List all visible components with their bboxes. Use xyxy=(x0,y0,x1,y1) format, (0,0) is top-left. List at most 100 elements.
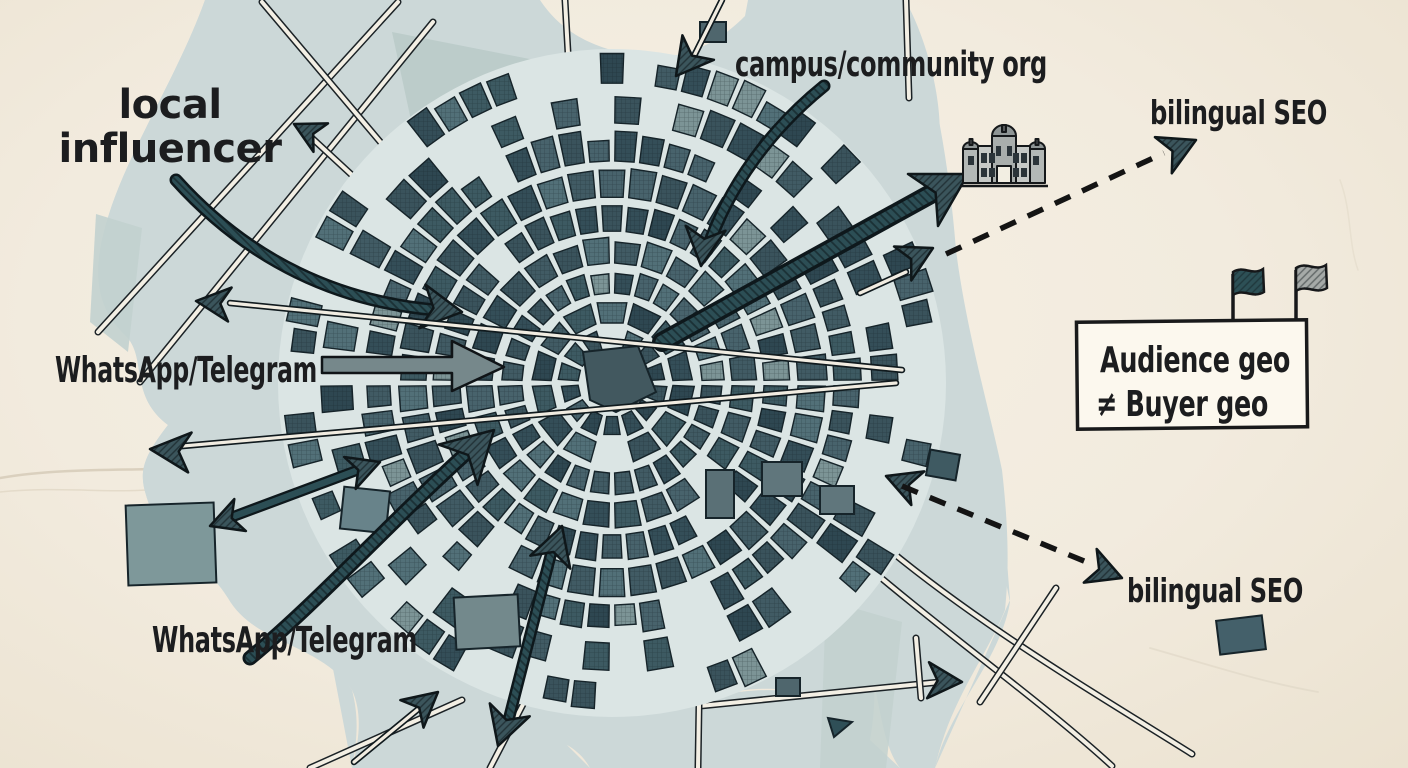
city-block-texture xyxy=(752,541,784,574)
city-block-texture xyxy=(762,359,790,381)
label-bilingual-seo-bottom: bilingual SEO xyxy=(1127,571,1303,610)
city-block-texture xyxy=(537,177,568,209)
suburb-buildings xyxy=(124,21,1268,739)
city-block-texture xyxy=(459,83,492,118)
city-block-texture xyxy=(506,338,530,361)
dark-flag-hatch xyxy=(1233,269,1264,295)
city-block-texture xyxy=(566,465,590,491)
city-block-texture xyxy=(839,561,870,592)
annotation-arrows xyxy=(148,0,1198,766)
city-block-texture xyxy=(666,478,700,512)
label-local-influencer-line1: local xyxy=(118,82,221,128)
city-block-texture xyxy=(901,439,931,467)
city-block-texture xyxy=(648,209,675,241)
city-block-texture xyxy=(829,410,853,434)
city-block-texture xyxy=(545,455,571,482)
city-block-texture xyxy=(597,302,627,323)
suburb-block xyxy=(924,448,962,482)
city-block-texture xyxy=(639,600,665,632)
city-block-texture xyxy=(436,490,474,527)
city-block-texture xyxy=(600,53,624,84)
arrowhead-hatch xyxy=(438,430,494,485)
city-block-texture xyxy=(486,73,517,106)
arrowhead-hatch xyxy=(419,284,462,329)
city-block-texture xyxy=(532,351,556,381)
city-block-texture xyxy=(652,411,686,447)
city-block-texture xyxy=(350,230,391,268)
city-block-texture xyxy=(668,351,693,381)
arrowhead-hatch xyxy=(894,246,933,281)
suburb-block xyxy=(124,501,218,587)
city-block-texture xyxy=(453,285,485,315)
city-block-texture xyxy=(634,465,658,491)
city-block-texture xyxy=(779,109,816,147)
city-block-texture xyxy=(682,545,715,579)
city-block-texture xyxy=(553,492,583,521)
city-block-texture xyxy=(564,342,590,367)
label-bilingual-seo-top: bilingual SEO xyxy=(1150,93,1327,132)
city-block-texture xyxy=(821,145,861,184)
arrowhead-hatch xyxy=(530,526,571,569)
city-block-texture xyxy=(524,254,558,288)
city-block-texture xyxy=(391,601,423,634)
city-block-texture xyxy=(461,176,492,208)
label-whatsapp-bottom: WhatsApp/Telegram xyxy=(152,620,417,661)
city-block-texture xyxy=(670,297,698,325)
city-block-texture xyxy=(700,110,735,148)
city-block-texture xyxy=(790,323,821,353)
city-block-texture xyxy=(563,432,596,462)
city-block-texture xyxy=(558,363,581,381)
city-block-texture xyxy=(566,274,590,301)
city-block-texture xyxy=(813,279,843,307)
arrowhead-hatch xyxy=(344,457,380,489)
city-block-texture xyxy=(681,65,711,97)
city-block-texture xyxy=(500,271,536,307)
city-block-texture xyxy=(503,459,536,492)
city-block-texture xyxy=(435,187,472,225)
city-block-texture xyxy=(590,471,610,494)
label-local-influencer-line2: influencer xyxy=(59,126,283,172)
city-block-texture xyxy=(291,328,317,354)
city-block-texture xyxy=(320,385,354,413)
city-block-texture xyxy=(501,361,524,381)
suburb-block xyxy=(819,485,855,515)
city-block-texture xyxy=(512,424,540,450)
city-block-texture xyxy=(366,385,392,408)
arrowhead-hatch xyxy=(196,287,232,322)
city-block-texture xyxy=(550,211,576,241)
city-block-texture xyxy=(398,385,428,412)
city-block-texture xyxy=(410,619,445,655)
city-block-texture xyxy=(707,437,739,470)
city-block-texture xyxy=(628,432,661,462)
center-plaza xyxy=(581,344,658,414)
city-block-texture xyxy=(506,147,536,182)
label-whatsapp-left: WhatsApp/Telegram xyxy=(55,350,317,391)
city-block-texture xyxy=(628,303,661,334)
city-block-texture xyxy=(366,331,395,356)
city-block-texture xyxy=(670,516,697,545)
arrow-entry-top xyxy=(674,0,726,78)
city-blocks xyxy=(283,52,934,710)
city-block-texture xyxy=(483,488,516,521)
city-block-texture xyxy=(386,179,427,219)
city-block-texture xyxy=(866,414,893,443)
city-block-texture xyxy=(628,564,657,596)
city-block-texture xyxy=(732,648,767,687)
city-block-texture xyxy=(730,511,768,550)
suburb-block xyxy=(826,716,855,739)
city-block-texture xyxy=(599,170,625,198)
arrowhead-hatch xyxy=(400,692,438,728)
city-block-texture xyxy=(628,168,657,202)
city-block-texture xyxy=(587,140,610,163)
city-block-texture xyxy=(776,161,812,198)
dashed-link-bilingual-seo-top xyxy=(856,135,1198,297)
suburb-block xyxy=(761,461,803,497)
labels: local influencer campus/community org bi… xyxy=(55,45,1328,661)
city-block-texture xyxy=(829,331,855,356)
city-block-texture xyxy=(466,470,499,503)
arrow-campus-org xyxy=(684,79,831,268)
city-block-texture xyxy=(708,247,740,278)
arrow-to-campus-building xyxy=(652,172,970,352)
